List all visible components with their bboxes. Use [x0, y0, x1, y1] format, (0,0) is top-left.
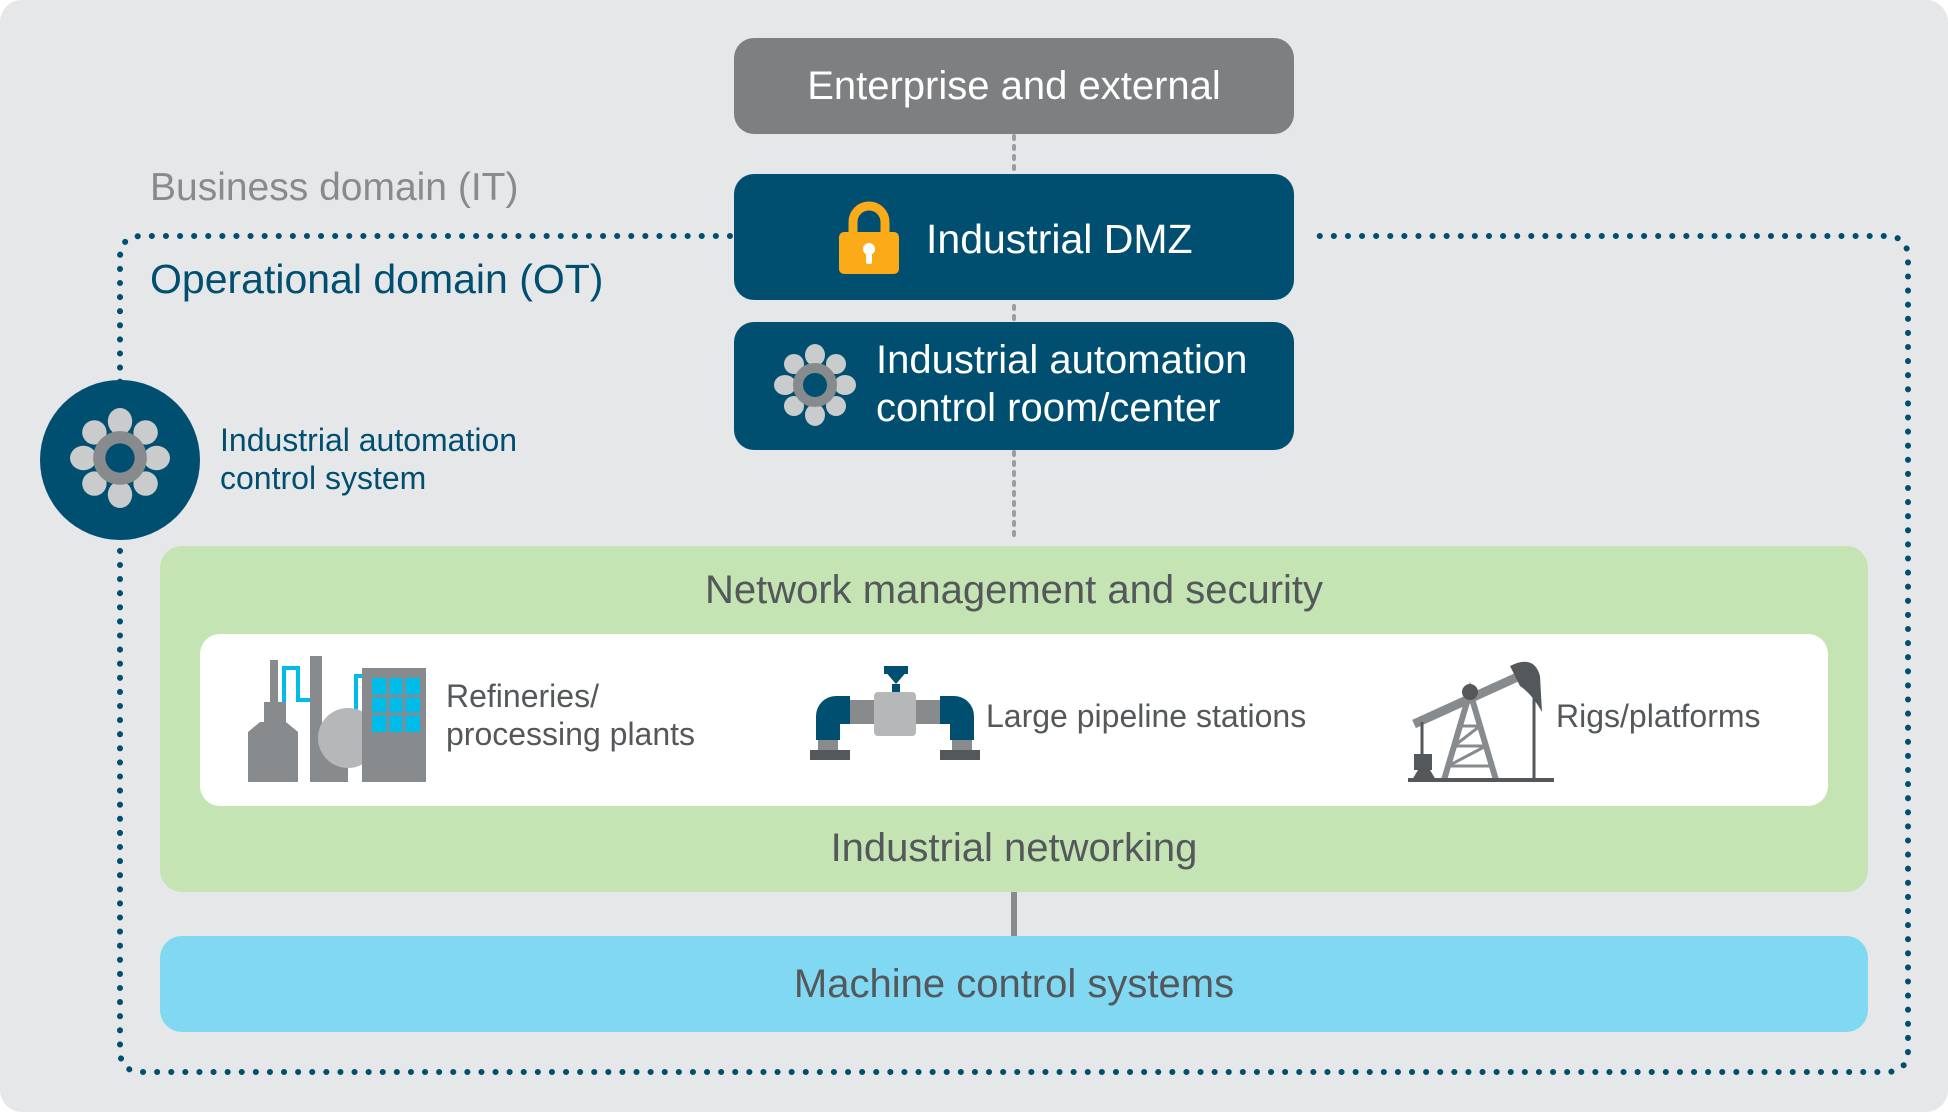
industrial-dmz-box: Industrial DMZ	[734, 174, 1294, 300]
gear-icon	[774, 344, 856, 426]
pipeline-label: Large pipeline stations	[986, 698, 1307, 734]
rigs-label: Rigs/platforms	[1556, 698, 1761, 734]
control-room-label-line1: Industrial automation	[876, 338, 1248, 382]
refinery-label-line2: processing plants	[446, 716, 696, 752]
oil-rig-icon	[1408, 656, 1554, 782]
industrial-networking-label: Industrial networking	[830, 826, 1198, 870]
iacs-circle	[40, 380, 200, 540]
network-management-panel: Network management and security	[160, 546, 1868, 892]
machine-control-box: Machine control systems	[160, 936, 1868, 1032]
operational-domain-label: Operational domain (OT)	[150, 256, 604, 302]
lock-icon	[836, 200, 902, 276]
pipeline-icon	[810, 666, 980, 762]
sites-panel: Refineries/ processing plants	[200, 634, 1828, 806]
iacs-label-line1: Industrial automation	[220, 422, 518, 458]
business-domain-label: Business domain (IT)	[150, 166, 519, 209]
network-management-label: Network management and security	[704, 568, 1324, 612]
control-room-box: Industrial automation control room/cente…	[734, 322, 1294, 450]
enterprise-box: Enterprise and external	[734, 38, 1294, 134]
iacs-label-line2: control system	[220, 460, 427, 496]
refinery-label-line1: Refineries/	[446, 678, 599, 714]
enterprise-label: Enterprise and external	[807, 63, 1221, 108]
gear-icon	[70, 407, 170, 513]
dmz-label: Industrial DMZ	[926, 216, 1193, 262]
ot-boundary	[117, 233, 1911, 1075]
control-room-label-line2: control room/center	[876, 386, 1221, 430]
machine-control-label: Machine control systems	[793, 961, 1235, 1006]
refinery-icon	[248, 656, 428, 782]
